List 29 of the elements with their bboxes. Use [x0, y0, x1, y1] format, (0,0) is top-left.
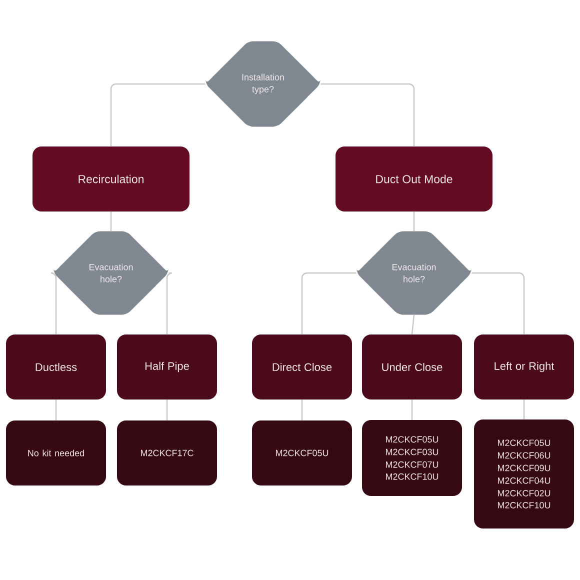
connector-line: [411, 400, 413, 420]
option-box: Left or Right: [474, 334, 574, 400]
connector-line: [320, 83, 415, 146]
kit-box: M2CKCF17C: [117, 420, 217, 486]
decision-hexagon: Installation type?: [206, 41, 320, 127]
connector-line: [413, 212, 415, 231]
decision-hexagon: Evacuation hole?: [356, 231, 472, 315]
connector-line: [55, 400, 57, 420]
connector-line: [411, 314, 415, 334]
kit-box: M2CKCF05U M2CKCF06U M2CKCF09U M2CKCF04U M2CKCF02U M2CKCF10U: [474, 420, 574, 528]
option-box: Half Pipe: [117, 334, 217, 400]
connector-line: [50, 272, 57, 334]
category-box: Duct Out Mode: [336, 146, 492, 212]
connector-line: [523, 400, 525, 420]
category-box: Recirculation: [32, 146, 190, 212]
decision-hexagon: Evacuation hole?: [54, 231, 168, 315]
connector-line: [301, 400, 303, 420]
connector-line: [472, 272, 525, 334]
kit-box: M2CKCF05U: [252, 420, 352, 486]
kit-box: M2CKCF05U M2CKCF03U M2CKCF07U M2CKCF10U: [362, 420, 462, 496]
connector-line: [110, 212, 112, 231]
option-box: Ductless: [6, 334, 106, 400]
option-box: Under Close: [362, 334, 462, 400]
connector-line: [166, 272, 173, 334]
option-box: Direct Close: [252, 334, 352, 400]
kit-box: No kit needed: [6, 420, 106, 486]
connector-line: [166, 400, 168, 420]
connector-line: [110, 83, 206, 146]
connector-line: [301, 272, 356, 334]
